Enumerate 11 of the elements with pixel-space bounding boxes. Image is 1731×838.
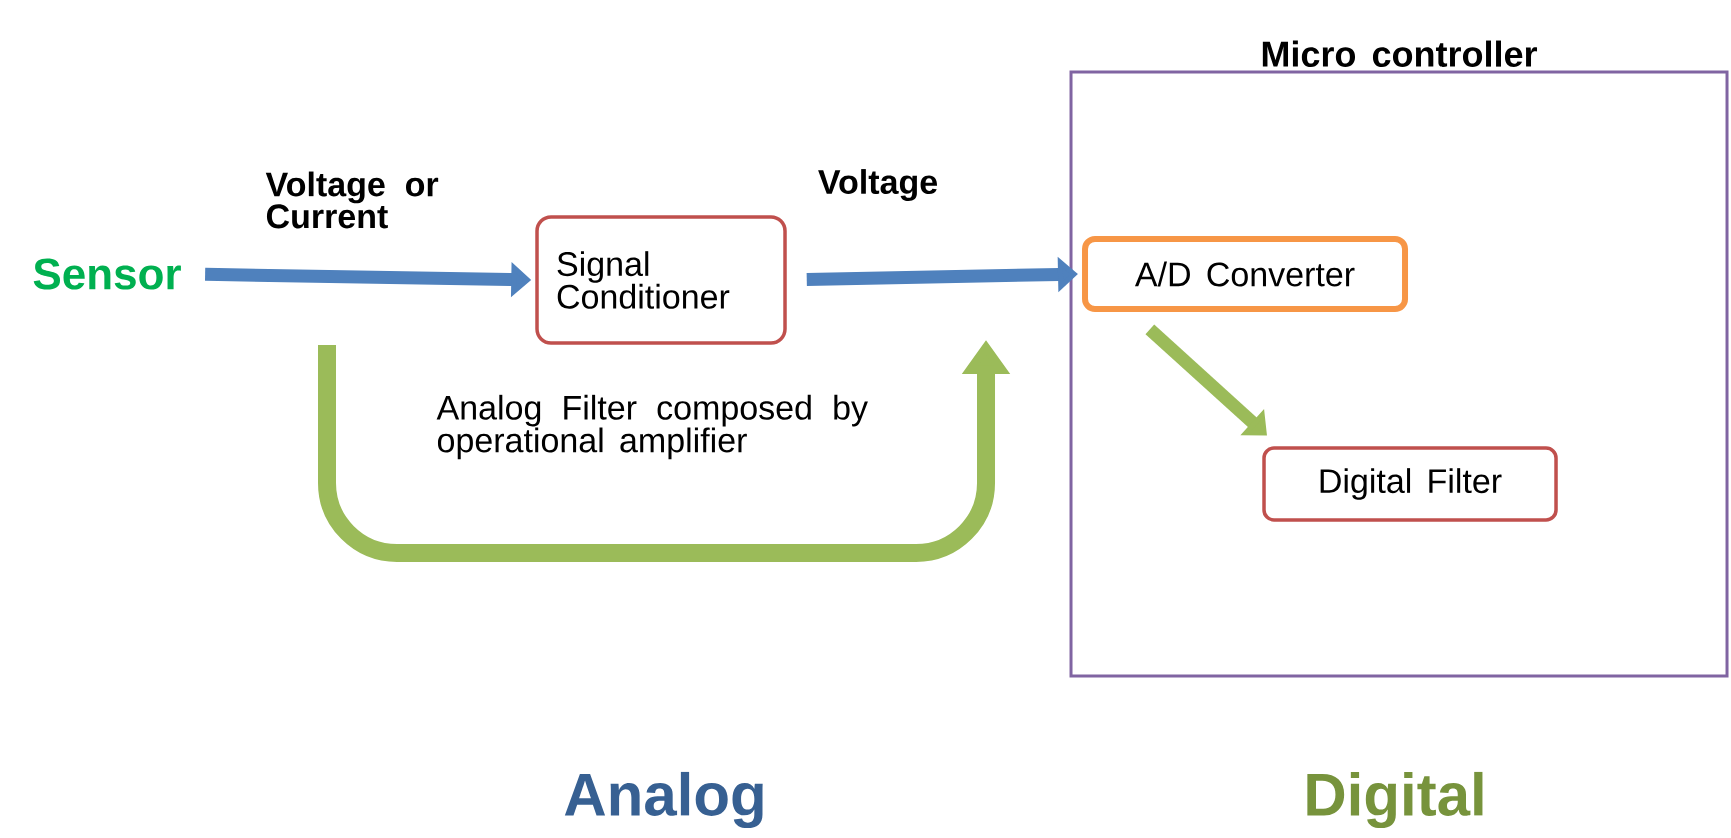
section-label: Analog xyxy=(564,771,763,829)
annotation-text: Analog Filter composed by operational amplifier xyxy=(436,394,868,460)
process-box: A/D Converter xyxy=(1082,236,1408,312)
node-label: Micro controller xyxy=(1262,40,1538,67)
sensor-label: Sensor xyxy=(33,258,181,290)
edge-label: Voltage xyxy=(818,169,937,201)
block-arrow xyxy=(1145,324,1267,436)
process-box: Signal Conditioner xyxy=(535,215,787,345)
process-box: Digital Filter xyxy=(1262,446,1558,522)
section-label: Digital xyxy=(1307,771,1483,829)
edge-label: Voltage or Current xyxy=(265,171,439,229)
